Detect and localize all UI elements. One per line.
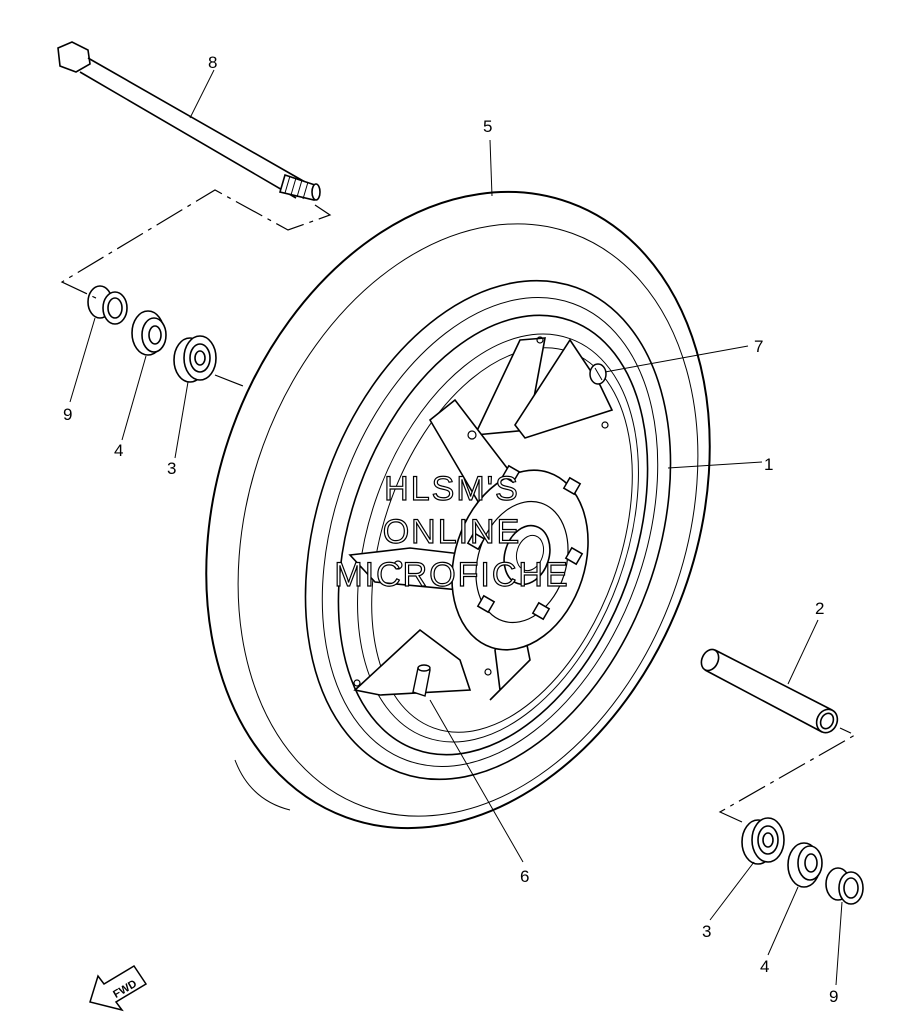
watermark-line-3: MICROFICHE — [334, 556, 569, 594]
callout-labels: 8 5 7 1 2 6 9 4 3 3 4 9 — [63, 53, 838, 1006]
right-oil-seal — [787, 842, 823, 888]
callout-9-right: 9 — [829, 987, 838, 1006]
left-bearing — [173, 335, 217, 383]
wheel-rim — [304, 279, 672, 781]
axle-bolt — [57, 41, 321, 201]
assembly-lines — [60, 189, 857, 823]
right-spacer — [825, 867, 864, 905]
callout-2: 2 — [815, 599, 824, 618]
wheel-hub — [451, 464, 589, 651]
collar — [700, 648, 839, 734]
watermark-line-1: HLSM'S — [384, 470, 520, 508]
callout-6: 6 — [520, 867, 529, 886]
callout-4-right: 4 — [760, 957, 769, 976]
callout-3-right: 3 — [702, 922, 711, 941]
leader-lines — [69, 69, 843, 986]
spoke-bolts — [353, 336, 609, 687]
right-bearing — [741, 817, 785, 865]
callout-1: 1 — [764, 455, 773, 474]
left-oil-seal — [131, 310, 167, 356]
callout-5: 5 — [483, 117, 492, 136]
callout-4-left: 4 — [114, 441, 123, 460]
callout-9-left: 9 — [63, 405, 72, 424]
watermark: HLSM'S ONLINE MICROFICHE — [334, 469, 569, 594]
left-spacer — [87, 285, 128, 325]
balance-weight — [589, 363, 607, 385]
watermark-line-2: ONLINE — [383, 513, 522, 551]
tire — [205, 190, 711, 830]
tire-valve — [412, 664, 431, 697]
arrow-left-down-icon — [89, 964, 148, 1012]
callout-3-left: 3 — [167, 459, 176, 478]
callout-7: 7 — [754, 337, 763, 356]
callout-8: 8 — [208, 53, 217, 72]
fwd-direction-indicator: FWD — [89, 964, 148, 1012]
